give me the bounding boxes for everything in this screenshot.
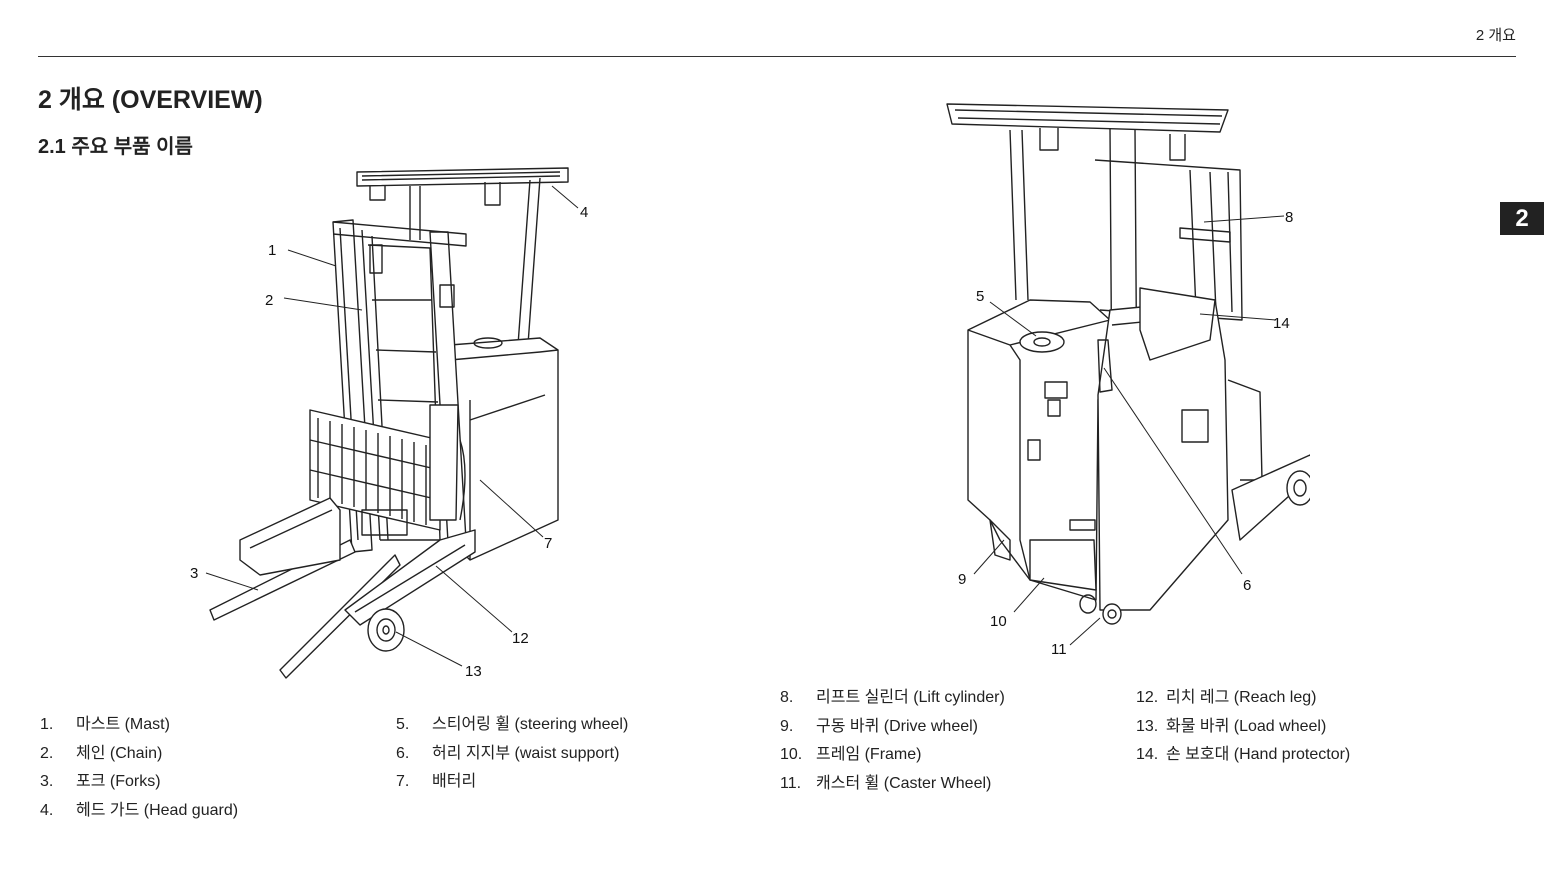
list-item: 2.체인 (Chain) [40, 744, 163, 762]
callout-13: 13 [465, 663, 482, 680]
list-item: 12.리치 레그 (Reach leg) [1136, 689, 1317, 706]
callout-11: 11 [1051, 641, 1067, 658]
parts-list-col2: 5.스티어링 휠 (steering wheel) 6.허리 지지부 (wais… [396, 711, 628, 797]
callout-8: 8 [1285, 209, 1293, 226]
reach-truck-rear-illustration: 5 6 8 9 10 11 14 [946, 103, 1310, 658]
list-item: 1.마스트 (Mast) [40, 716, 170, 733]
list-item: 6.허리 지지부 (waist support) [396, 744, 620, 762]
reach-truck-front-illustration: 1 2 3 4 7 12 13 [190, 167, 588, 680]
callout-2: 2 [265, 292, 273, 309]
parts-list-col3: 8.리프트 실린더 (Lift cylinder) 9.구동 바퀴 (Drive… [780, 684, 1005, 798]
list-item: 10.프레임 (Frame) [780, 746, 922, 763]
callout-3: 3 [190, 565, 198, 582]
callout-10: 10 [990, 613, 1007, 630]
callout-4: 4 [580, 204, 588, 221]
list-item: 4.헤드 가드 (Head guard) [40, 801, 239, 819]
list-item: 7.배터리 [396, 773, 477, 790]
callout-14: 14 [1273, 315, 1290, 332]
chapter-tab: 2 [1500, 202, 1544, 235]
section-title: 2 개요 (OVERVIEW) [38, 86, 263, 114]
callout-6: 6 [1243, 577, 1251, 594]
callout-1: 1 [268, 242, 276, 259]
callout-9: 9 [958, 571, 966, 588]
parts-list-col1: 1.마스트 (Mast) 2.체인 (Chain) 3.포크 (Forks) 4… [40, 711, 238, 825]
list-item: 11.캐스터 휠 (Caster Wheel) [780, 774, 992, 792]
list-item: 14.손 보호대 (Hand protector) [1136, 746, 1351, 763]
list-item: 3.포크 (Forks) [40, 773, 161, 790]
callout-5: 5 [976, 288, 984, 305]
list-item: 9.구동 바퀴 (Drive wheel) [780, 717, 979, 735]
running-header: 2 개요 [1475, 27, 1516, 44]
list-item: 13.화물 바퀴 (Load wheel) [1136, 717, 1327, 735]
subsection-title: 2.1 주요 부품 이름 [38, 136, 193, 158]
callout-7: 7 [544, 535, 552, 552]
header-rule [38, 56, 1516, 57]
parts-list-col4: 12.리치 레그 (Reach leg) 13.화물 바퀴 (Load whee… [1136, 684, 1350, 770]
callout-12: 12 [512, 630, 529, 647]
list-item: 8.리프트 실린더 (Lift cylinder) [780, 689, 1005, 706]
list-item: 5.스티어링 휠 (steering wheel) [396, 716, 629, 733]
